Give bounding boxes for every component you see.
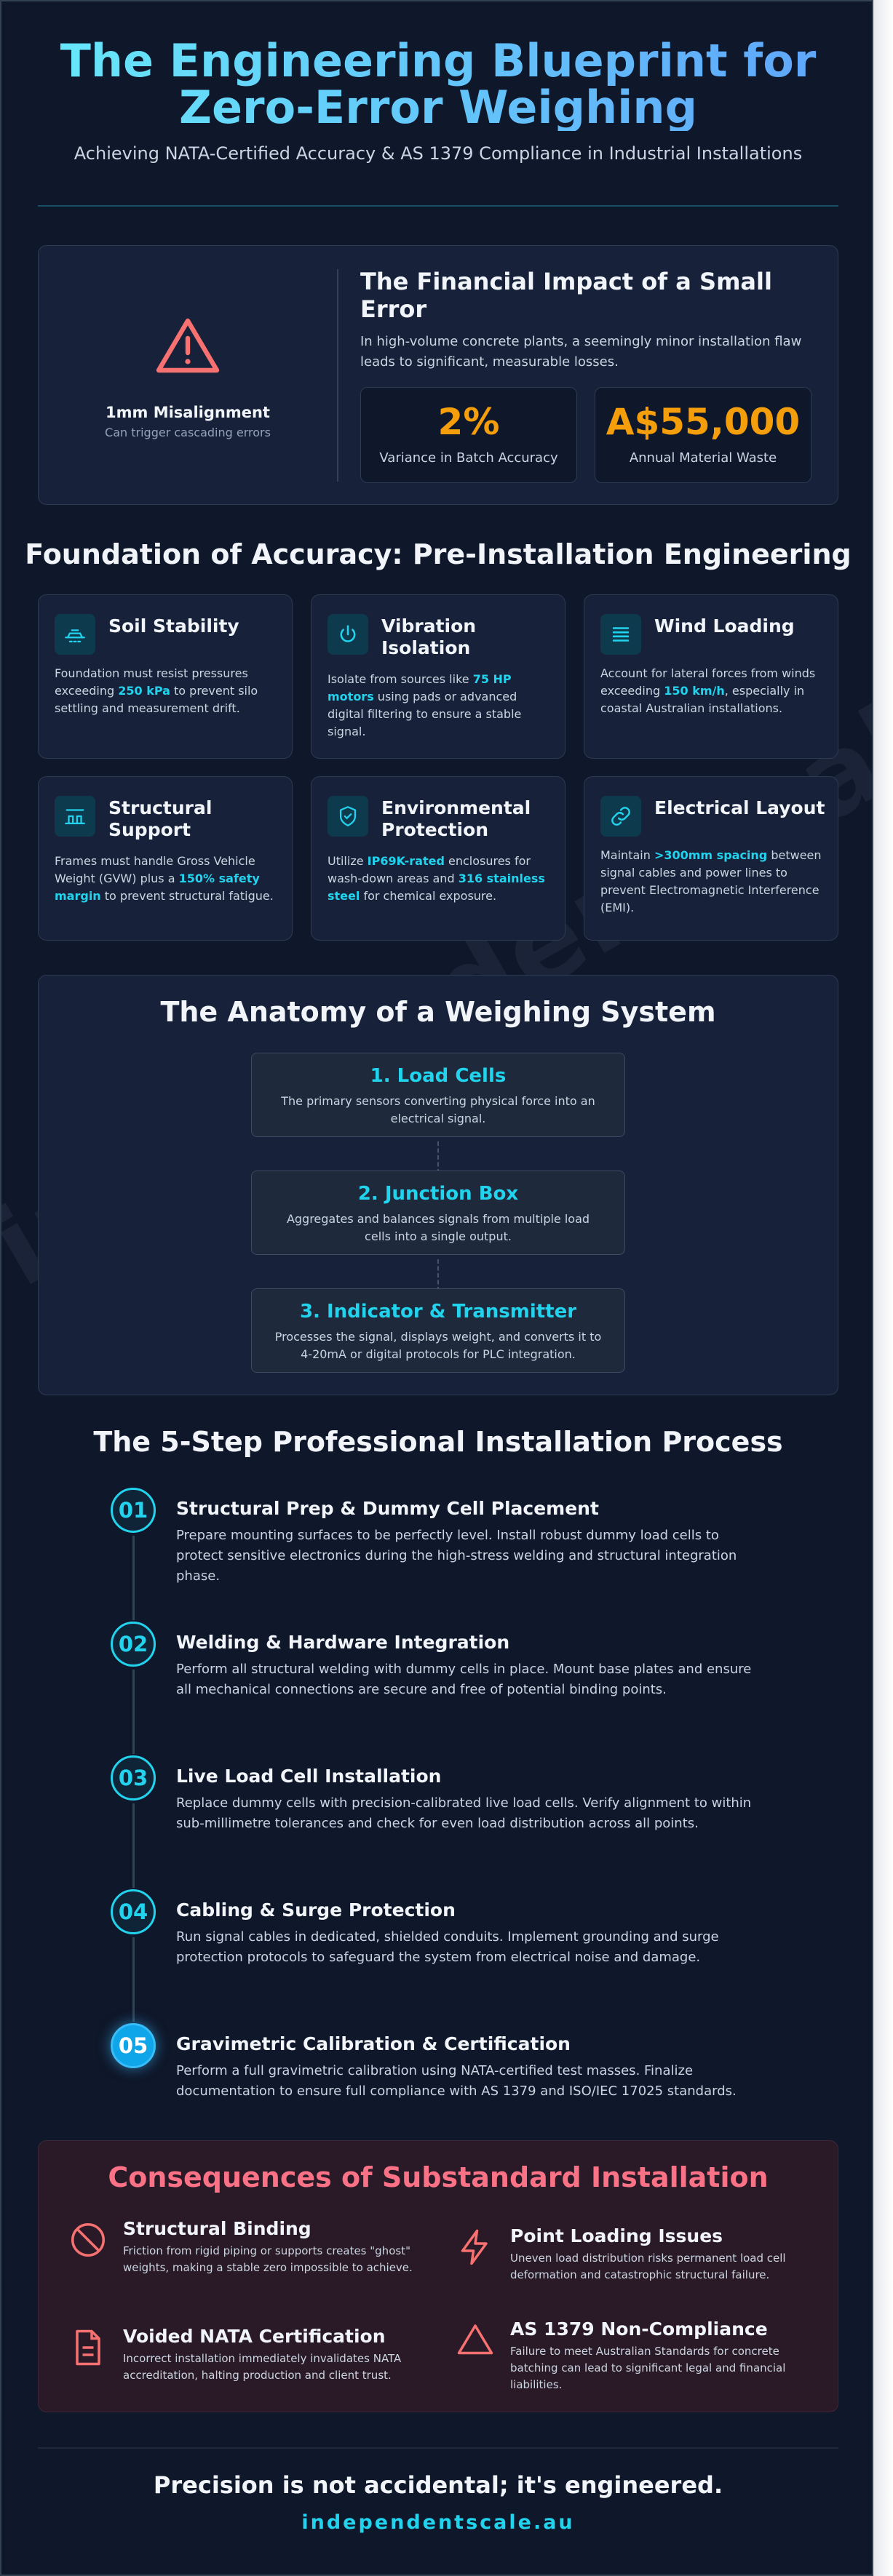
feature-title: Wind Loading [654,615,795,637]
financial-description: In high-volume concrete plants, a seemin… [360,334,802,370]
financial-text: The Financial Impact of a Small Error In… [360,268,826,372]
header-divider [38,205,838,207]
power-icon [328,614,368,655]
step-title: Live Load Cell Installation [176,1766,442,1787]
feature-title: Electrical Layout [654,797,825,818]
bolt-icon [461,2229,488,2265]
feature-card-vibration: Vibration Isolation Isolate from sources… [311,594,565,759]
node-description: Processes the signal, displays weight, a… [274,1330,602,1361]
consequence-title: Structural Binding [123,2218,311,2239]
footer-divider [38,2447,838,2449]
node-title: 3. Indicator & Transmitter [299,1301,577,1323]
feature-card-structural: Structural Support Frames must handle Gr… [38,776,293,941]
stat-material-waste: A$55,000 Annual Material Waste [595,387,811,483]
consequence-description: Uneven load distribution risks permanent… [510,2252,786,2281]
consequence-description: Incorrect installation immediately inval… [123,2352,402,2382]
footer-site-link[interactable]: independentscale.au [301,2511,575,2534]
step-title: Cabling & Surge Protection [176,1899,456,1921]
step-description: Perform all structural welding with dumm… [176,1662,752,1697]
step-connector [132,1803,135,1888]
feature-description: Account for lateral forces from winds ex… [600,666,816,715]
feature-title: Environmental Protection [381,797,531,840]
consequence-description: Friction from rigid piping or supports c… [123,2244,413,2274]
infographic-page: independentscale.au The Engineering Blue… [0,0,873,2576]
feature-description: Maintain >300mm spacing between signal c… [600,848,822,914]
step-title: Welding & Hardware Integration [176,1632,510,1653]
step-connector [132,1670,135,1754]
consequence-description: Failure to meet Australian Standards for… [510,2345,786,2391]
stat-value: 2% [437,401,500,443]
document-icon [76,2329,100,2366]
consequence-title: AS 1379 Non-Compliance [510,2318,768,2340]
step-description: Run signal cables in dedicated, shielded… [176,1929,719,1965]
feature-description: Utilize IP69K-rated enclosures for wash-… [328,854,545,903]
process-title: The 5-Step Professional Installation Pro… [93,1426,783,1458]
step-connector [132,1937,135,2022]
feature-card-environmental: Environmental Protection Utilize IP69K-r… [311,776,565,941]
feature-card-electrical: Electrical Layout Maintain >300mm spacin… [584,776,838,941]
anatomy-node-junction-box: 2. Junction Box Aggregates and balances … [251,1171,625,1255]
page-edge [873,0,893,2576]
step-number: 01 [111,1488,156,1533]
page-subtitle: Achieving NATA-Certified Accuracy & AS 1… [74,143,803,164]
stat-label: Variance in Batch Accuracy [379,450,558,466]
node-title: 2. Junction Box [357,1183,519,1205]
step-title: Gravimetric Calibration & Certification [176,2033,571,2054]
connector-line [437,1259,439,1291]
anatomy-node-load-cells: 1. Load Cells The primary sensors conver… [251,1053,625,1137]
footer-tagline: Precision is not accidental; it's engine… [153,2471,723,2499]
node-description: Aggregates and balances signals from mul… [286,1212,590,1243]
foundation-title: Foundation of Accuracy: Pre-Installation… [25,538,852,570]
feature-title: Vibration Isolation [381,615,477,658]
feature-card-wind: Wind Loading Account for lateral forces … [584,594,838,759]
ban-icon [71,2223,105,2257]
step-description: Prepare mounting surfaces to be perfectl… [176,1528,737,1584]
stat-label: Annual Material Waste [629,450,777,466]
feature-card-soil: Soil Stability Foundation must resist pr… [38,594,293,759]
warning-triangle-icon [156,318,220,373]
feature-description: Isolate from sources like 75 HP motors u… [328,672,522,738]
misalignment-panel: 1mm Misalignment Can trigger cascading e… [39,246,337,506]
feature-title: Soil Stability [108,615,239,637]
header: The Engineering Blueprint for Zero-Error… [38,38,838,166]
feature-title: Structural Support [108,797,213,840]
structure-icon [55,796,95,837]
warning-icon [457,2324,493,2355]
misalignment-title: 1mm Misalignment [106,404,270,421]
feature-description: Foundation must resist pressures exceedi… [55,666,258,715]
step-description: Perform a full gravimetric calibration u… [176,2063,737,2099]
consequences-card: Consequences of Substandard Installation… [38,2140,838,2412]
node-description: The primary sensors converting physical … [281,1094,595,1125]
stat-batch-variance: 2% Variance in Batch Accuracy [360,387,577,483]
financial-impact-card: 1mm Misalignment Can trigger cascading e… [38,245,838,505]
soil-icon [55,614,95,655]
financial-heading: The Financial Impact of a Small Error [360,268,772,323]
step-connector [132,1536,135,1620]
misalignment-subtitle: Can trigger cascading errors [105,426,271,439]
shield-icon [328,796,368,837]
link-icon [600,796,641,837]
stat-value: A$55,000 [606,401,801,443]
page-title: The Engineering Blueprint for Zero-Error… [38,38,838,131]
consequences-title: Consequences of Substandard Installation [108,2161,769,2193]
step-number: 03 [111,1755,156,1801]
wind-icon [600,614,641,655]
consequence-title: Voided NATA Certification [123,2326,386,2347]
consequence-title: Point Loading Issues [510,2225,723,2246]
anatomy-title: The Anatomy of a Weighing System [160,996,716,1028]
step-number: 05 [111,2023,156,2068]
node-title: 1. Load Cells [370,1065,507,1087]
step-title: Structural Prep & Dummy Cell Placement [176,1498,599,1519]
step-description: Replace dummy cells with precision-calib… [176,1795,752,1831]
feature-description: Frames must handle Gross Vehicle Weight … [55,854,274,903]
anatomy-card: The Anatomy of a Weighing System 1. Load… [38,975,838,1395]
step-number: 04 [111,1889,156,1934]
connector-line [437,1141,439,1173]
vertical-divider [337,269,338,482]
anatomy-node-indicator: 3. Indicator & Transmitter Processes the… [251,1288,625,1373]
step-number: 02 [111,1622,156,1667]
